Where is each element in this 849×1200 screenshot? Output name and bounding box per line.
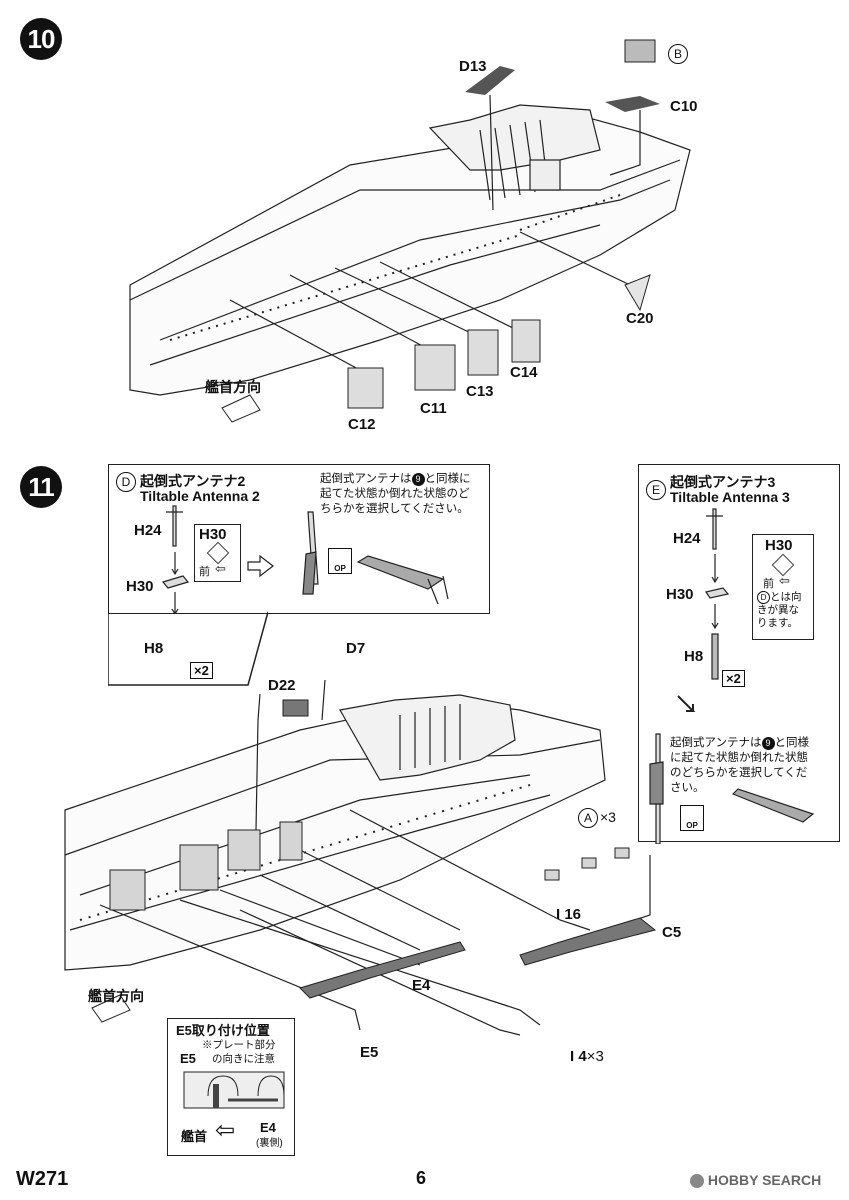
- e5-box-e5-label: E5: [180, 1051, 196, 1066]
- antenna-2-assembly-drawing: [161, 505, 449, 614]
- label-i4-part: I 4: [570, 1048, 587, 1065]
- label-c14: C14: [510, 364, 538, 381]
- ref-step-9-badge-d: 9: [411, 473, 425, 486]
- label-d13: D13: [459, 58, 487, 75]
- e5-box-e4-sub: (裏側): [256, 1138, 283, 1149]
- bow-direction-label-11: 艦首方向: [88, 988, 144, 1004]
- antenna-3-h30-inset-label: H30: [765, 537, 793, 554]
- label-c5: C5: [662, 924, 682, 941]
- page-number: 6: [416, 1168, 427, 1188]
- label-e4: E4: [412, 977, 431, 994]
- antenna-2-op-label: OP: [334, 564, 346, 573]
- antenna-2-title-en: Tiltable Antenna 2: [140, 488, 260, 504]
- part-c10: [605, 96, 660, 112]
- part-c11: [414, 344, 456, 391]
- bow-direction-arrow-11: [91, 994, 131, 1023]
- antenna-3-title-jp: 起倒式アンテナ3: [670, 474, 776, 490]
- step-11-hull-drawing: [64, 680, 657, 1036]
- antenna-2-front-label: 前: [199, 566, 210, 578]
- marker-d: D: [116, 472, 136, 492]
- antenna-3-assembly-drawing: [649, 508, 815, 844]
- label-d22: D22: [268, 677, 296, 694]
- antenna-3-op-icon: OP: [680, 805, 704, 831]
- antenna-3-front-label: 前: [763, 578, 774, 590]
- watermark: HOBBY SEARCH: [690, 1172, 822, 1189]
- label-c10: C10: [670, 98, 698, 115]
- antenna-2-h30-inset-label: H30: [199, 526, 227, 543]
- box-d-connector: [108, 610, 268, 686]
- bow-direction-arrow-10: [221, 394, 261, 423]
- label-c11: C11: [420, 400, 447, 417]
- antenna-3-front-arrow-icon: ⇦: [779, 573, 790, 588]
- bow-direction-label-10: 艦首方向: [205, 379, 261, 395]
- step-10-badge: 10: [20, 18, 62, 60]
- part-c12: [347, 367, 384, 409]
- marker-b: B: [668, 44, 688, 64]
- e5-box-note-1: ※プレート部分: [202, 1039, 276, 1051]
- antenna-3-h30-label: H30: [666, 586, 694, 603]
- antenna-3-title-en: Tiltable Antenna 3: [670, 489, 790, 505]
- e5-box-e4-label: E4: [260, 1120, 276, 1135]
- antenna-2-h30-label: H30: [126, 578, 154, 595]
- label-i4: I 4×3: [570, 1048, 604, 1065]
- e5-box-bow-label: 艦首: [181, 1129, 208, 1144]
- marker-a: A: [578, 808, 598, 828]
- part-c13: [467, 329, 499, 376]
- antenna-3-qty: ×2: [722, 670, 745, 687]
- antenna-2-h30-inset: H30 前 ⇦: [194, 524, 241, 582]
- ref-step-9-badge-e: 9: [761, 737, 775, 750]
- antenna-3-h24-label: H24: [673, 530, 701, 547]
- label-e5: E5: [360, 1044, 379, 1061]
- marker-e: E: [646, 480, 666, 500]
- label-a-qty: ×3: [600, 809, 616, 825]
- antenna-2-h8-label: H8: [144, 640, 164, 657]
- antenna-2-front-arrow-icon: ⇦: [215, 561, 226, 576]
- label-c20: C20: [626, 310, 654, 327]
- antenna-2-h24-label: H24: [134, 522, 162, 539]
- antenna-3-direction-marker: D: [757, 591, 770, 604]
- antenna-2-qty: ×2: [190, 662, 213, 679]
- step-11-badge: 11: [20, 466, 62, 508]
- part-b-gun: [624, 39, 656, 63]
- label-d7: D7: [346, 640, 366, 657]
- label-c13: C13: [466, 383, 494, 400]
- e5-box-note-2: の向きに注意: [212, 1053, 275, 1065]
- product-code: W271: [16, 1168, 69, 1190]
- watermark-logo-icon: [690, 1174, 704, 1189]
- e5-box-title: E5取り付け位置: [176, 1023, 270, 1038]
- antenna-2-title-jp: 起倒式アンテナ2: [140, 473, 246, 489]
- part-d13: [465, 66, 515, 95]
- antenna-3-op-label: OP: [686, 821, 698, 830]
- tiltable-antenna-3-box: [638, 464, 840, 842]
- antenna-2-op-icon: OP: [328, 548, 352, 574]
- e5-box-detail-drawing: [183, 1071, 285, 1109]
- watermark-text: HOBBY SEARCH: [707, 1172, 822, 1188]
- step-10-hull-drawing: [129, 39, 691, 423]
- e5-box-bow-arrow-icon: ⇦: [215, 1117, 236, 1144]
- antenna-3-h8-label: H8: [684, 648, 704, 665]
- part-c20: [624, 274, 651, 312]
- label-i4-qty: ×3: [586, 1048, 604, 1065]
- label-i16: I 16: [556, 906, 582, 923]
- label-c12: C12: [348, 416, 376, 433]
- part-c14: [511, 319, 541, 363]
